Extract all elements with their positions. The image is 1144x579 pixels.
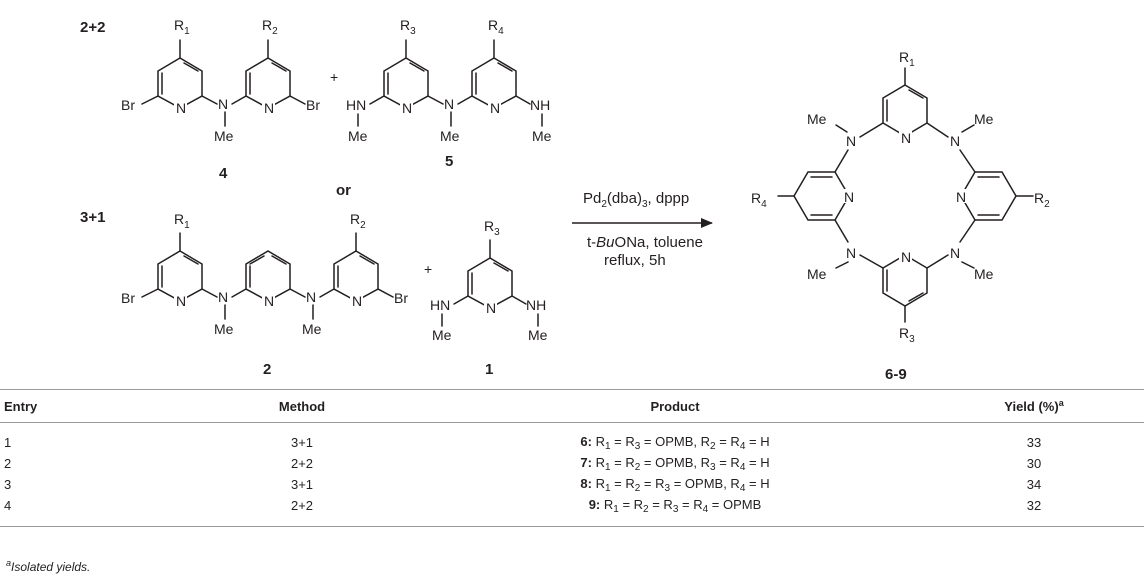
cell-yield: 32 (924, 495, 1144, 527)
table-row: 3 3+1 8: R1 = R2 = R3 = OPMB, R4 = H 34 (0, 474, 1144, 495)
cell-entry: 1 (4, 435, 12, 450)
header-yield: Yield (%)a (924, 389, 1144, 423)
svg-text:Br: Br (394, 290, 408, 306)
svg-text:N: N (176, 100, 186, 116)
cell-entry: 2 (4, 456, 12, 471)
svg-text:N: N (950, 133, 960, 149)
svg-text:R2: R2 (350, 211, 366, 231)
svg-text:R3: R3 (400, 17, 416, 37)
cell-yield: 34 (1026, 477, 1042, 492)
svg-text:Me: Me (807, 266, 827, 282)
route-label-2-2: 2+2 (80, 19, 105, 36)
cell-yield: 30 (1026, 456, 1042, 471)
svg-text:Me: Me (348, 128, 368, 144)
table-footnote: aIsolated yields. (6, 558, 91, 574)
svg-text:N: N (956, 189, 966, 205)
svg-text:N: N (264, 293, 274, 309)
svg-text:R4: R4 (488, 17, 504, 37)
svg-text:N: N (176, 293, 186, 309)
compound-label-2: 2 (263, 361, 271, 378)
cell-product: 7: R1 = R2 = OPMB, R3 = R4 = H (580, 454, 770, 473)
structure-compound-1: R3 N HN Me NH Me (430, 218, 548, 343)
results-table: Entry Method Product Yield (%)a 1 3+1 6:… (0, 389, 1144, 527)
cell-method: 2+2 (178, 495, 426, 527)
cell-method: 3+1 (290, 435, 314, 450)
svg-text:Me: Me (214, 321, 234, 337)
svg-text:N: N (444, 96, 454, 112)
svg-text:N: N (901, 130, 911, 146)
cell-method: 2+2 (290, 456, 314, 471)
table-row: 4 2+2 9: R1 = R2 = R3 = R4 = OPMB 32 (0, 495, 1144, 527)
svg-text:N: N (402, 100, 412, 116)
svg-text:Br: Br (121, 290, 135, 306)
table-row: 1 3+1 6: R1 = R3 = OPMB, R2 = R4 = H 33 (0, 423, 1144, 454)
svg-text:N: N (846, 245, 856, 261)
plus-sign-1: + (330, 69, 338, 85)
svg-text:R2: R2 (1034, 190, 1050, 210)
svg-text:HN: HN (346, 97, 366, 113)
svg-text:R4: R4 (751, 190, 767, 210)
svg-text:Me: Me (974, 266, 994, 282)
cell-product: 8: R1 = R2 = R3 = OPMB, R4 = H (580, 475, 770, 494)
svg-text:N: N (352, 293, 362, 309)
svg-text:N: N (306, 289, 316, 305)
condition-catalyst: Pd2(dba)3, dppp (583, 190, 689, 210)
table-header-row: Entry Method Product Yield (%)a (0, 389, 1144, 423)
svg-text:Me: Me (440, 128, 460, 144)
cell-entry: 4 (0, 495, 178, 527)
cell-method: 3+1 (290, 477, 314, 492)
cell-product: 6: R1 = R3 = OPMB, R2 = R4 = H (580, 433, 770, 452)
structure-compound-4: R1 Br N N Me R2 N Br (121, 17, 320, 144)
cell-entry: 3 (4, 477, 12, 492)
cell-product: 9: R1 = R2 = R3 = R4 = OPMB (426, 495, 924, 527)
svg-text:Me: Me (528, 327, 548, 343)
svg-text:R3: R3 (484, 218, 500, 238)
header-product: Product (426, 389, 924, 423)
route-label-3-1: 3+1 (80, 209, 105, 226)
svg-text:Me: Me (432, 327, 452, 343)
svg-text:R3: R3 (899, 325, 915, 345)
or-label: or (336, 182, 351, 199)
structure-product-macrocycle: R1 N N Me N Me N R4 N R2 N Me N (751, 49, 1050, 345)
svg-text:R1: R1 (174, 211, 190, 231)
condition-temperature: reflux, 5h (604, 252, 666, 269)
svg-text:N: N (901, 249, 911, 265)
compound-label-5: 5 (445, 153, 453, 170)
svg-text:NH: NH (526, 297, 546, 313)
structure-compound-5: HN Me R3 N N Me R4 N NH Me (346, 17, 552, 144)
svg-text:Br: Br (121, 97, 135, 113)
product-label: 6-9 (885, 366, 907, 383)
svg-text:R1: R1 (899, 49, 915, 69)
compound-label-1: 1 (485, 361, 493, 378)
svg-text:R2: R2 (262, 17, 278, 37)
svg-text:Me: Me (807, 111, 827, 127)
svg-text:NH: NH (530, 97, 550, 113)
svg-text:N: N (950, 245, 960, 261)
header-entry: Entry (0, 389, 178, 423)
structure-compound-2: R1 Br N N Me N N Me R2 N Br (121, 211, 408, 337)
compound-label-4: 4 (219, 165, 228, 182)
reaction-scheme: 2+2 3+1 or R1 Br N N Me R2 N Br 4 + HN M… (80, 17, 1050, 383)
svg-text:N: N (486, 300, 496, 316)
svg-text:Me: Me (214, 128, 234, 144)
svg-text:Br: Br (306, 97, 320, 113)
svg-text:Me: Me (974, 111, 994, 127)
svg-text:N: N (490, 100, 500, 116)
svg-text:HN: HN (430, 297, 450, 313)
svg-text:N: N (218, 289, 228, 305)
svg-text:N: N (218, 96, 228, 112)
svg-text:Me: Me (532, 128, 552, 144)
header-method: Method (178, 389, 426, 423)
svg-text:Me: Me (302, 321, 322, 337)
plus-sign-2: + (424, 261, 432, 277)
svg-text:N: N (844, 189, 854, 205)
cell-yield: 33 (1026, 435, 1042, 450)
svg-text:R1: R1 (174, 17, 190, 37)
table-row: 2 2+2 7: R1 = R2 = OPMB, R3 = R4 = H 30 (0, 453, 1144, 474)
condition-base: t-BuONa, toluene (587, 234, 703, 251)
svg-text:N: N (264, 100, 274, 116)
svg-text:N: N (846, 133, 856, 149)
